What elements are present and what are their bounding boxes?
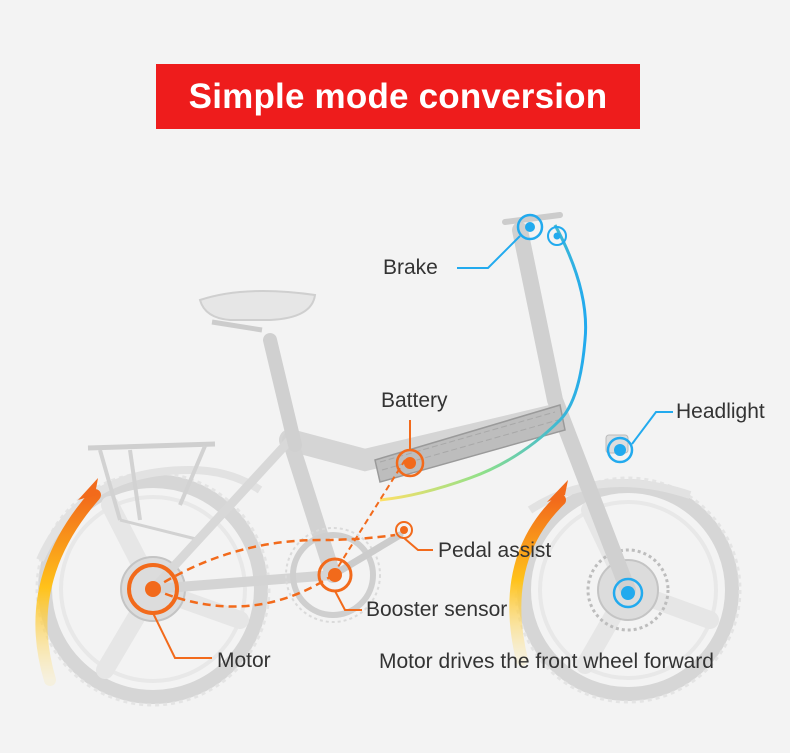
- brake-label: Brake: [383, 256, 438, 279]
- banner-title: Simple mode conversion: [188, 76, 608, 116]
- title-banner: Simple mode conversion: [156, 64, 640, 129]
- motor-label: Motor: [217, 649, 271, 672]
- saddle: [198, 290, 317, 333]
- battery-marker-icon: [395, 448, 425, 478]
- blue-leader-lines: [457, 235, 673, 445]
- control-cable: [379, 224, 588, 502]
- chainring: [285, 527, 404, 623]
- orange-leader-lines: [152, 420, 433, 659]
- chain-route: [152, 533, 396, 591]
- rear-motion-arrow-icon: [35, 489, 101, 686]
- battery-label: Battery: [381, 389, 448, 412]
- headlight-marker-icon: [605, 434, 634, 464]
- front-drive-label: Motor drives the front wheel forward: [379, 650, 714, 673]
- front-motion-arrow-icon: [509, 494, 566, 666]
- booster-sensor-label: Booster sensor: [366, 598, 508, 621]
- pedal-assist-marker-icon: [395, 521, 413, 539]
- rear-rack: [87, 441, 216, 542]
- front-motor-marker-icon: [612, 577, 644, 609]
- pedal-assist-label: Pedal assist: [438, 539, 552, 562]
- brake-marker-icon: [516, 213, 567, 246]
- headlight-label: Headlight: [676, 400, 765, 423]
